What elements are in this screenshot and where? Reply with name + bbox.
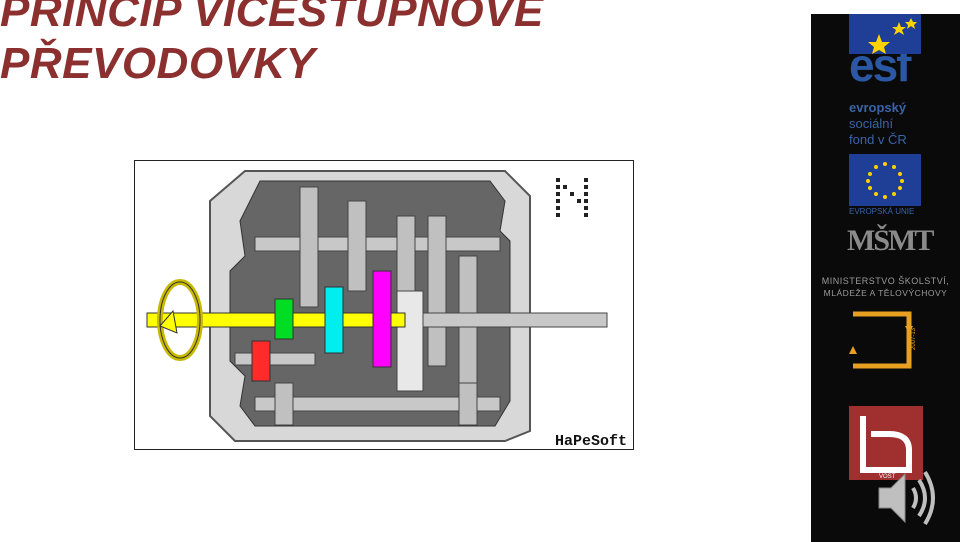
logo-sidebar: esf evropský sociální fond v ČR EVROPSKÁ…: [811, 14, 960, 542]
brand-label: HaPeSoft: [555, 433, 627, 450]
eu-flag-stars: [866, 162, 904, 199]
gearbox-diagram: HaPeSoft: [146, 170, 627, 450]
lower-gear-1: [274, 382, 294, 426]
title-line-1: PRINCIP VÍCESTUPŇOVÉ: [0, 0, 544, 36]
school-label: VOŠT: [879, 473, 896, 480]
upper-shaft: [254, 236, 501, 252]
esf-line-1: evropský: [849, 100, 907, 115]
upper-gear-3: [396, 215, 416, 292]
gear-cyan: [324, 286, 344, 354]
op-years: 2007-13: [911, 327, 917, 350]
speaker-icon[interactable]: [875, 466, 939, 530]
lower-shaft: [254, 396, 501, 412]
gear-magenta: [372, 270, 392, 368]
reverse-shaft: [234, 352, 316, 366]
upper-gear-1: [299, 186, 319, 308]
msmt-line-2: MLÁDEŽE A TĚLOVÝCHOVY: [823, 288, 948, 298]
esf-text: evropský sociální fond v ČR: [849, 100, 907, 148]
gear-indicator-dots: [556, 178, 588, 217]
op-logo: 2007-13: [849, 311, 917, 369]
esf-line-2: sociální: [849, 116, 894, 131]
eu-star-icon: [849, 14, 921, 54]
school-logo: VOŠT: [849, 406, 923, 480]
esf-line-3: fond v ČR: [849, 132, 907, 147]
upper-gear-2: [347, 200, 367, 292]
lower-gear-2: [458, 382, 478, 426]
gear-red: [251, 340, 271, 382]
msmt-line-1: MINISTERSTVO ŠKOLSTVÍ,: [821, 276, 950, 286]
gearbox-animation: HaPeSoft: [134, 160, 634, 450]
eu-flag: [849, 154, 921, 206]
msmt-logo: MŠMT: [847, 224, 934, 257]
rotation-arrow-icon: [157, 279, 203, 361]
gear-green: [274, 298, 294, 340]
title-line-2: PŘEVODOVKY: [0, 39, 316, 88]
eu-label: EVROPSKÁ UNIE: [849, 207, 915, 216]
output-collar: [396, 290, 424, 392]
upper-gear-4: [427, 215, 447, 367]
output-shaft: [414, 312, 608, 328]
slide-title: PRINCIP VÍCESTUPŇOVÉ PŘEVODOVKY: [0, 0, 544, 90]
